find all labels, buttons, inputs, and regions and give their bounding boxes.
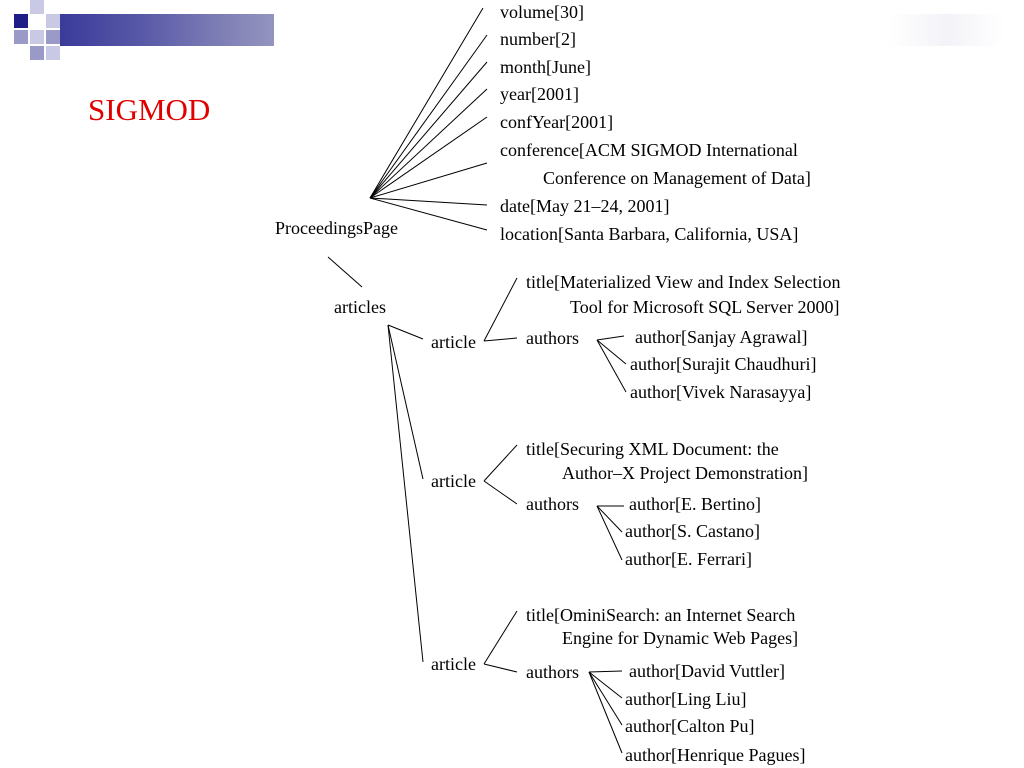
authors-node: authors [526, 662, 579, 682]
edge-article-title [483, 444, 518, 482]
author-node: author[David Vuttler] [629, 661, 785, 681]
edge-article-authors [483, 337, 518, 342]
field-edge [369, 197, 488, 206]
edge-articles-article [387, 324, 424, 340]
article-title: Engine for Dynamic Web Pages] [562, 628, 798, 648]
slide-decoration [0, 0, 280, 70]
edge-authors-author [596, 339, 627, 393]
article-title: Author–X Project Demonstration] [562, 463, 808, 483]
edge-article-title [483, 277, 518, 342]
author-node: author[Sanjay Agrawal] [635, 327, 807, 347]
articles-node: articles [334, 297, 386, 317]
corner-decoration [889, 14, 1004, 46]
article-node: article [431, 654, 476, 674]
edge-article-authors [483, 480, 518, 505]
edge-article-title [483, 610, 518, 665]
edge-proceedings-articles [327, 256, 363, 288]
edge-authors-author [588, 671, 623, 754]
article-node: article [431, 471, 476, 491]
edge-article-authors [483, 663, 518, 673]
field-label: location[Santa Barbara, California, USA] [500, 224, 798, 244]
field-edge [369, 61, 488, 199]
decoration-square [30, 30, 44, 44]
field-label: volume[30] [500, 2, 584, 22]
field-label: year[2001] [500, 84, 579, 104]
author-node: author[Vivek Narasayya] [630, 382, 811, 402]
article-title: Tool for Microsoft SQL Server 2000] [570, 297, 840, 317]
field-label: month[June] [500, 57, 591, 77]
edge-authors-author [588, 671, 623, 699]
decoration-square [30, 14, 44, 28]
edge-authors-author [588, 670, 623, 673]
edge-articles-article [387, 324, 424, 663]
field-edge [369, 88, 488, 199]
decoration-square [30, 46, 44, 60]
proceedings-page-node: ProceedingsPage [275, 218, 398, 238]
edge-authors-author [596, 505, 623, 561]
article-title: title[Materialized View and Index Select… [526, 272, 840, 292]
decoration-square [14, 30, 28, 44]
field-edge [369, 197, 488, 231]
edge-authors-author [596, 339, 627, 365]
decoration-square [14, 14, 28, 28]
decoration-square [30, 0, 44, 14]
edge-authors-author [596, 335, 625, 341]
author-node: author[Henrique Pagues] [625, 745, 805, 765]
field-label: Conference on Management of Data] [543, 168, 811, 188]
article-title: title[OminiSearch: an Internet Search [526, 605, 795, 625]
field-label: number[2] [500, 29, 576, 49]
edge-authors-author [588, 671, 623, 726]
decoration-square [46, 46, 60, 60]
field-label: date[May 21–24, 2001] [500, 196, 669, 216]
author-node: author[E. Bertino] [629, 494, 761, 514]
field-label: confYear[2001] [500, 112, 613, 132]
authors-node: authors [526, 494, 579, 514]
authors-node: authors [526, 328, 579, 348]
edge-authors-author [596, 505, 623, 533]
author-node: author[Ling Liu] [625, 689, 746, 709]
decoration-bar [60, 14, 274, 46]
article-title: title[Securing XML Document: the [526, 439, 779, 459]
decoration-square [46, 30, 60, 44]
field-label: conference[ACM SIGMOD International [500, 140, 798, 160]
author-node: author[Calton Pu] [625, 716, 754, 736]
author-node: author[Surajit Chaudhuri] [630, 354, 816, 374]
author-node: author[S. Castano] [625, 521, 760, 541]
author-node: author[E. Ferrari] [625, 549, 752, 569]
field-edge [369, 34, 488, 199]
article-node: article [431, 332, 476, 352]
edge-articles-article [387, 324, 424, 480]
slide-title: SIGMOD [88, 92, 211, 127]
field-edge [369, 116, 488, 199]
field-edge [369, 162, 488, 199]
field-edge [369, 7, 484, 199]
decoration-square [46, 14, 60, 28]
